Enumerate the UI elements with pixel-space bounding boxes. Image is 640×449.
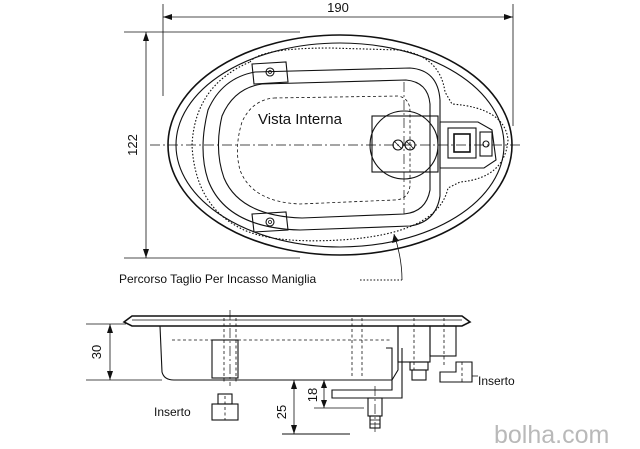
- insert-right-label: Inserto: [478, 374, 515, 388]
- watermark: bolha.com: [494, 421, 609, 449]
- depth-value: 30: [89, 345, 104, 359]
- cut-path-outline: [191, 47, 509, 242]
- top-view: 190 122: [124, 0, 520, 259]
- cut-path-note: Percorso Taglio Per Incasso Maniglia: [119, 272, 317, 286]
- width-dimension: [162, 4, 514, 126]
- insert-left-label: Inserto: [154, 405, 191, 419]
- lock-mechanism: [369, 110, 439, 180]
- insert-offset-dimension: [282, 379, 350, 435]
- side-lock-assembly: [331, 318, 457, 434]
- insert-right-part: [439, 361, 473, 383]
- inner-pocket-inner: [217, 79, 431, 219]
- side-stud: [211, 339, 239, 379]
- width-value: 190: [327, 0, 349, 15]
- insert-left-part: [211, 393, 239, 421]
- side-view: Inserto Inserto 30 18: [86, 310, 515, 435]
- view-title: Vista Interna: [258, 111, 343, 128]
- inner-pocket-outer: [202, 67, 441, 231]
- mounting-tab-top: [251, 61, 289, 85]
- height-dimension: [124, 31, 300, 259]
- depth-dimension: [86, 323, 162, 381]
- insert-offset-value: 25: [274, 405, 289, 419]
- mounting-tab-bottom: [251, 211, 289, 233]
- cut-path-leader-arrow: [392, 234, 399, 243]
- side-flange: [122, 315, 472, 327]
- latch-block: [439, 121, 497, 169]
- height-value: 122: [125, 134, 140, 156]
- insert-height-value: 18: [305, 388, 320, 402]
- insert-height-dimension: [314, 379, 364, 409]
